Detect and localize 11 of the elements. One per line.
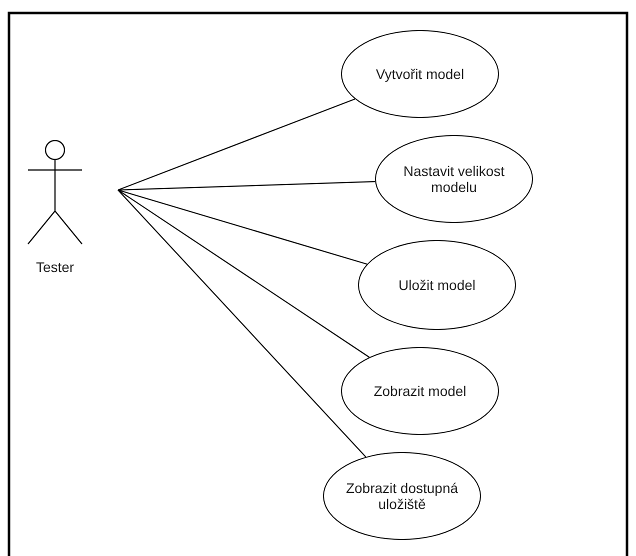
association-line [118,98,356,191]
use-case-label: Uložit model [397,277,477,293]
association-line [118,190,370,358]
actor-name: Tester [34,259,76,275]
use-case-label: Zobrazit model [372,383,468,399]
use-case-label: Vytvořit model [374,66,466,82]
use-case-label: Zobrazit dostupná uložiště [344,480,460,512]
association-line [118,190,366,458]
association-line [118,189,368,265]
use-case-label: Nastavit velikost modelu [402,163,506,195]
association-line [118,181,376,191]
